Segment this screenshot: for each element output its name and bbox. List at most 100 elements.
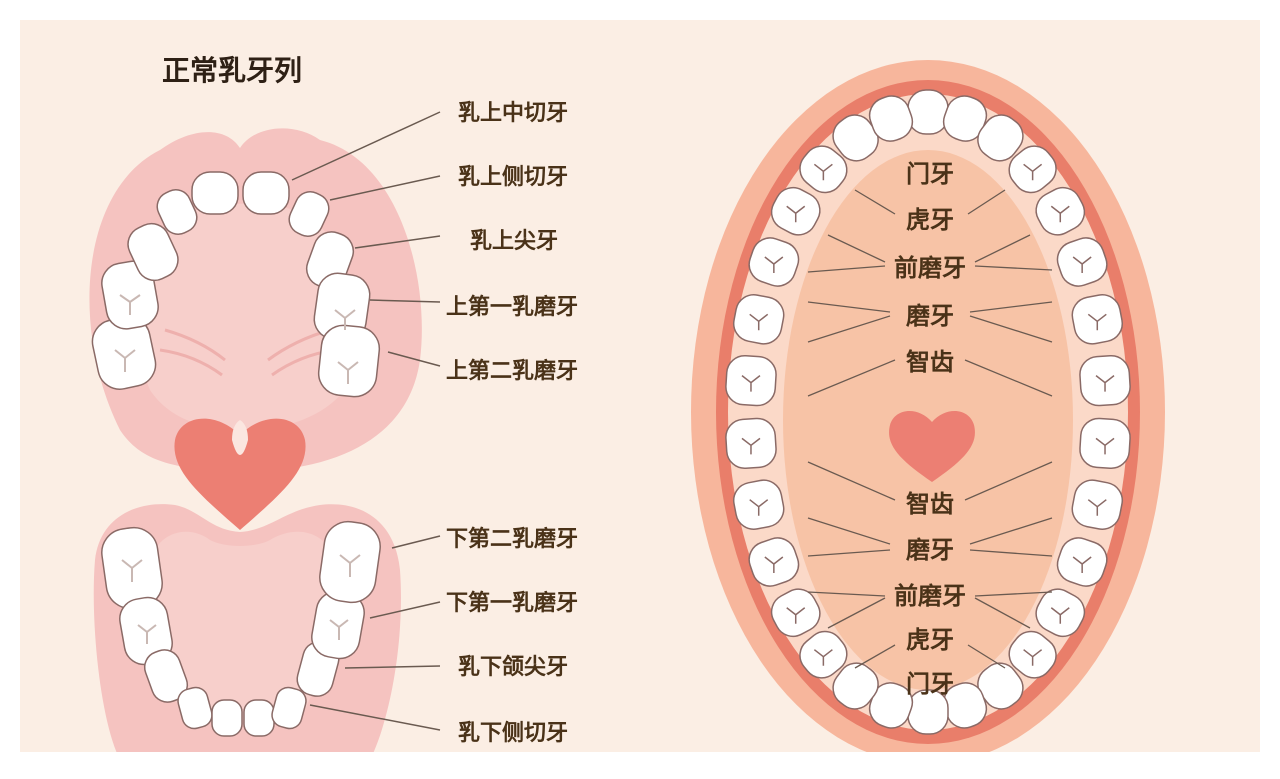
molar-cusp xyxy=(334,309,356,330)
label-upper-lateral-incisor: 乳上侧切牙 xyxy=(458,164,568,190)
leader-line xyxy=(807,549,891,557)
tooth xyxy=(288,191,330,237)
tooth xyxy=(127,222,179,282)
uvula xyxy=(232,420,248,455)
label-lower-canine: 乳下颌尖牙 xyxy=(458,654,568,680)
adult-tooth-cusp xyxy=(813,649,833,666)
adult-tooth xyxy=(732,479,785,530)
upper-palate xyxy=(135,203,356,430)
adult-tooth xyxy=(907,89,949,135)
adult-tooth xyxy=(799,145,848,194)
leader-line xyxy=(354,235,441,249)
label-adult-canine-lower: 虎牙 xyxy=(906,626,954,654)
adult-tooth-cusp xyxy=(813,163,833,181)
adult-tooth-cusp xyxy=(786,607,806,624)
leader-line xyxy=(827,234,886,263)
label-adult-molar-lower: 磨牙 xyxy=(906,536,954,564)
adult-tooth xyxy=(732,294,785,345)
leader-line xyxy=(964,359,1053,397)
label-upper-second-molar: 上第二乳磨牙 xyxy=(446,358,578,384)
palate-ridge-left xyxy=(159,348,223,377)
primary-tooth-labels: 乳上中切牙 乳上侧切牙 乳上尖牙 上第一乳磨牙 上第二乳磨牙 下第二乳磨牙 下第… xyxy=(446,100,578,746)
adult-tooth-cusp xyxy=(1023,649,1043,666)
adult-tooth-cusp xyxy=(1087,499,1107,516)
tooth xyxy=(101,260,159,330)
adult-tooth xyxy=(1079,417,1131,469)
tooth xyxy=(156,189,198,235)
palate-ridge-left xyxy=(164,328,226,362)
label-adult-premolar-lower: 前磨牙 xyxy=(894,582,966,610)
page-title: 正常乳牙列 xyxy=(162,54,302,87)
adult-tooth xyxy=(1035,588,1086,638)
leader-line xyxy=(807,265,886,273)
leader-line xyxy=(854,189,896,215)
leader-line xyxy=(969,301,1053,313)
adult-tooth xyxy=(977,114,1024,162)
adult-tooth-labels: 门牙 虎牙 前磨牙 磨牙 智齿 智齿 磨牙 前磨牙 虎牙 门牙 xyxy=(894,160,966,698)
leader-line xyxy=(291,111,441,181)
tooth xyxy=(242,171,290,215)
upper-primary-teeth xyxy=(91,171,381,398)
adult-tooth-cusp xyxy=(1050,205,1070,223)
tooth xyxy=(271,686,307,730)
adult-dentition: 门牙 虎牙 前磨牙 磨牙 智齿 智齿 磨牙 前磨牙 虎牙 门牙 xyxy=(691,60,1165,752)
adult-tooth xyxy=(1008,630,1057,679)
adult-tooth xyxy=(1035,186,1086,236)
tooth xyxy=(243,699,275,737)
adult-tooth xyxy=(868,95,914,142)
adult-tooth xyxy=(832,662,879,710)
leader-line xyxy=(807,315,891,343)
adult-tooth-cusp xyxy=(764,556,784,573)
leader-line xyxy=(964,461,1053,501)
leader-line xyxy=(827,597,886,629)
leader-line xyxy=(967,644,1006,669)
adult-tooth-cusp xyxy=(741,375,761,392)
adult-tooth-cusp xyxy=(1087,313,1107,331)
leader-line xyxy=(967,189,1006,215)
leader-line xyxy=(974,597,1031,629)
leader-line xyxy=(807,591,886,597)
label-lower-lateral-incisor: 乳下侧切牙 xyxy=(458,720,568,746)
leader-line xyxy=(974,234,1031,263)
molar-cusp xyxy=(121,559,143,582)
label-adult-wisdom-upper: 智齿 xyxy=(906,348,954,376)
adult-tooth-cusp xyxy=(1095,375,1115,392)
leader-line xyxy=(974,265,1053,271)
adult-tooth xyxy=(770,588,821,638)
adult-tooth xyxy=(1071,479,1124,530)
molar-cusp xyxy=(119,294,141,315)
label-adult-molar-upper: 磨牙 xyxy=(906,302,954,330)
adult-tooth xyxy=(1079,355,1131,407)
leader-line xyxy=(807,461,896,501)
leader-line xyxy=(369,601,441,619)
leader-lines-left xyxy=(291,111,441,731)
tooth xyxy=(177,686,213,730)
lower-inner xyxy=(149,531,336,720)
leader-line xyxy=(344,665,441,669)
adult-tooth xyxy=(770,186,821,236)
label-adult-wisdom-lower: 智齿 xyxy=(906,490,954,518)
molar-cusp xyxy=(337,361,359,384)
adult-tooth-cusp xyxy=(1023,163,1043,181)
label-lower-second-molar: 下第二乳磨牙 xyxy=(446,526,578,552)
leader-line xyxy=(807,301,891,313)
leader-line xyxy=(974,591,1053,597)
adult-teeth xyxy=(725,89,1131,735)
adult-tooth-cusp xyxy=(764,256,784,273)
leader-line xyxy=(329,175,441,201)
adult-tooth xyxy=(748,237,800,287)
tongue-heart xyxy=(174,418,306,530)
adult-tooth-cusp xyxy=(741,437,761,455)
label-adult-canine-upper: 虎牙 xyxy=(906,206,954,234)
leader-line xyxy=(387,351,441,367)
adult-tooth xyxy=(1071,294,1124,345)
leader-line xyxy=(309,704,441,731)
leader-line xyxy=(969,517,1053,545)
label-upper-central-incisor: 乳上中切牙 xyxy=(458,100,568,126)
adult-tooth xyxy=(748,537,800,587)
lower-molar-cusps xyxy=(121,554,361,644)
primary-dentition: 正常乳牙列 乳上中切牙 乳上侧切牙 乳上尖牙 上第一乳磨牙 上第二乳磨牙 xyxy=(89,54,578,752)
leader-line xyxy=(969,315,1053,343)
adult-tooth-cusp xyxy=(1072,556,1092,573)
